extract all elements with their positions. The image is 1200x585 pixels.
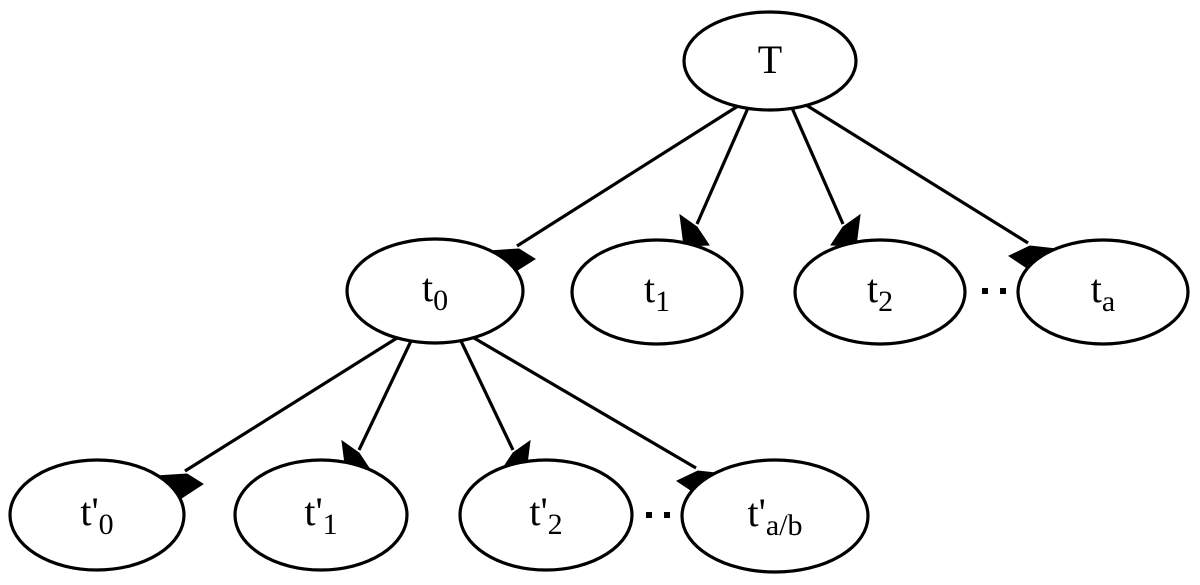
edge-T-to-t1: [679, 107, 750, 247]
node-tp0[interactable]: t'0: [8, 458, 186, 572]
node-ellipse[interactable]: [8, 458, 186, 572]
node-prime: ': [759, 490, 766, 535]
node-subscript: a: [1102, 285, 1115, 318]
node-subscript: 2: [548, 508, 563, 541]
node-tp1[interactable]: t'1: [233, 458, 409, 572]
ellipsis-dot: [1000, 288, 1006, 294]
node-ta[interactable]: ta: [1016, 238, 1190, 346]
node-subscript: 1: [655, 285, 670, 318]
ellipsis-dot: [982, 288, 988, 294]
node-T[interactable]: T: [682, 10, 858, 112]
node-ellipse[interactable]: [458, 458, 634, 572]
node-t0[interactable]: t0: [345, 237, 525, 345]
node-base: t: [529, 489, 540, 534]
edge-line: [805, 103, 1029, 245]
node-prime: ': [315, 489, 322, 534]
ellipsis-dot: [646, 512, 652, 518]
edge-t0-to-tp1: [341, 340, 413, 473]
edge-line: [473, 336, 697, 470]
node-ellipse[interactable]: [570, 238, 744, 346]
node-label-T: T: [758, 37, 782, 82]
edge-T-to-t2: [790, 107, 861, 247]
node-base: t: [644, 266, 655, 311]
node-t1[interactable]: t1: [570, 238, 744, 346]
node-ellipse[interactable]: [682, 10, 858, 112]
ellipsis-row2: [646, 512, 670, 518]
edge-line: [459, 340, 515, 451]
node-label-t2: t2: [867, 266, 893, 318]
node-ellipse[interactable]: [793, 238, 967, 346]
edge-t0-to-tp2: [459, 340, 531, 473]
node-subscript: 0: [433, 284, 448, 317]
node-ellipse[interactable]: [345, 237, 525, 345]
node-base: t: [748, 490, 759, 535]
node-ellipse[interactable]: [1016, 238, 1190, 346]
edge-line: [516, 104, 739, 248]
node-label-tp1: t'1: [304, 489, 337, 541]
node-subscript: a/b: [766, 509, 803, 542]
node-label-ta: ta: [1091, 266, 1115, 318]
node-base: t: [422, 265, 433, 310]
node-label-tp0: t'0: [80, 489, 113, 541]
edge-line: [790, 107, 845, 225]
node-prime: ': [91, 489, 98, 534]
node-base: t: [1091, 266, 1102, 311]
node-t2[interactable]: t2: [793, 238, 967, 346]
node-tpab[interactable]: t'a/b: [680, 458, 870, 574]
node-label-t1: t1: [644, 266, 670, 318]
node-base: t: [867, 266, 878, 311]
node-tp2[interactable]: t'2: [458, 458, 634, 572]
node-label-t0: t0: [422, 265, 448, 317]
edge-line: [357, 340, 413, 451]
node-label-tp2: t'2: [529, 489, 562, 541]
ellipsis-dot: [664, 512, 670, 518]
node-subscript: 1: [323, 508, 338, 541]
edge-line: [184, 336, 398, 473]
node-base: t: [304, 489, 315, 534]
node-base: t: [80, 489, 91, 534]
node-subscript: 2: [878, 285, 893, 318]
edge-line: [695, 107, 750, 225]
node-subscript: 0: [99, 508, 114, 541]
node-prime: ': [540, 489, 547, 534]
node-ellipse[interactable]: [233, 458, 409, 572]
node-ellipse[interactable]: [680, 458, 870, 574]
node-label-tpab: t'a/b: [748, 490, 803, 542]
ellipsis-row1: [982, 288, 1006, 294]
